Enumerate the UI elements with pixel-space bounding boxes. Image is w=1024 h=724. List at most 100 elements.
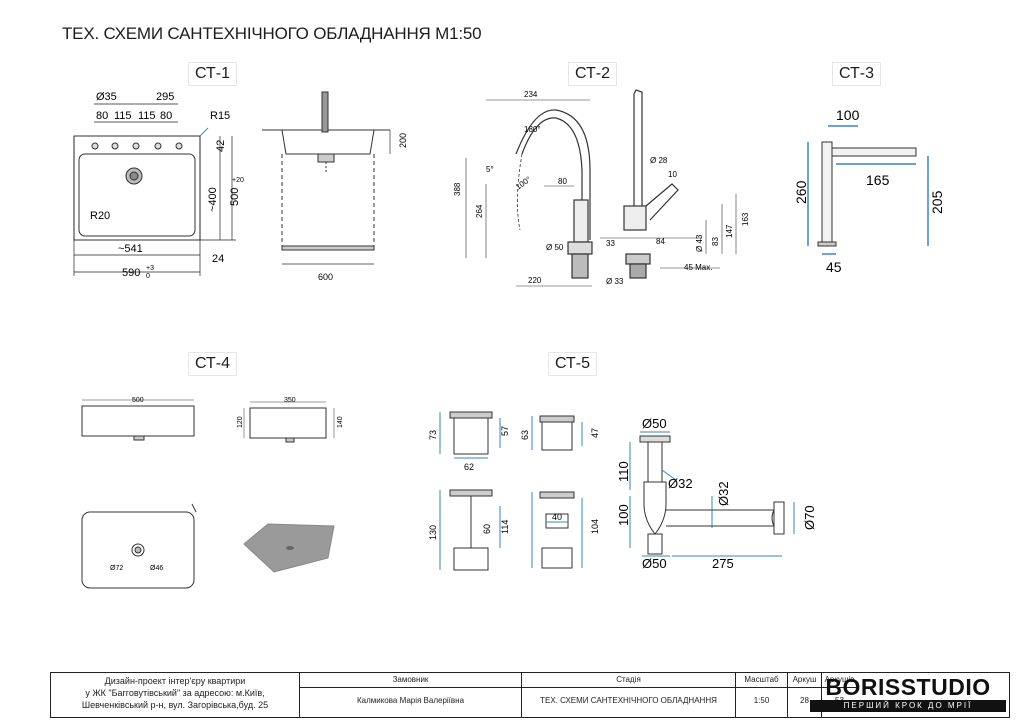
ct2-d180: 180° (524, 125, 541, 134)
ct4-d140: 140 (337, 416, 344, 428)
ct3-d205: 205 (929, 190, 945, 214)
ct5-d110: 110 (616, 461, 631, 482)
ct1-d500tol0: 0 (240, 177, 244, 184)
ct5-d47: 47 (590, 428, 600, 438)
ct2-d163: 163 (741, 212, 750, 226)
ct3-d45: 45 (826, 259, 842, 275)
ct1-r15: R15 (210, 110, 230, 122)
ct2-d80: 80 (558, 177, 567, 186)
stage-cell: Стадія ТЕХ. СХЕМИ САНТЕХНІЧНОГО ОБЛАДНАН… (521, 673, 735, 717)
ct5-d57: 57 (500, 426, 510, 436)
ct1-d42: 42 (215, 140, 227, 152)
ct2-d45max: 45 Max. (684, 263, 712, 272)
ct1-d115b: 115 (138, 110, 156, 122)
sheet-header: Аркуш (788, 673, 821, 688)
ct5-d32b: Ø32 (716, 481, 731, 506)
ct1-d600: 600 (318, 272, 333, 282)
ct1-plan (73, 103, 236, 276)
ct5-drains (439, 411, 583, 571)
ct2-d220: 220 (528, 276, 542, 285)
label-ct3: СТ-3 (832, 62, 882, 86)
ct3-d100: 100 (836, 107, 860, 123)
project-description: Дизайн-проект інтер'єру квартири у ЖК "Б… (51, 675, 299, 711)
ct2-d84: 84 (656, 237, 665, 246)
ct5-siphon (629, 431, 795, 557)
ct4-d500: 500 (132, 397, 144, 404)
ct1-d80b: 80 (160, 110, 172, 122)
customer-cell: Замовник Калмикова Марія Валеріївна (299, 673, 521, 717)
ct1-d500: 500 (229, 188, 241, 206)
ct5-d100: 100 (616, 504, 631, 526)
ct1-w295: 295 (156, 91, 174, 103)
stage-value: ТЕХ. СХЕМИ САНТЕХНІЧНОГО ОБЛАДНАННЯ (540, 696, 717, 705)
ct2-d147: 147 (725, 224, 734, 238)
ct1-d200: 200 (398, 133, 408, 148)
ct5-d104: 104 (590, 519, 600, 534)
sheets-header: Аркушів (822, 673, 857, 688)
ct2-d388: 388 (453, 182, 462, 196)
ct5-d70: Ø70 (802, 505, 817, 530)
sheet-cell: Аркуш 28 (787, 673, 821, 717)
ct1-d80a: 80 (96, 110, 108, 122)
customer-value: Калмикова Марія Валеріївна (356, 696, 465, 705)
logo-main: BORISSTUDIO (825, 674, 991, 700)
ct2-d43: Ø 43 (695, 234, 704, 252)
ct1-section (262, 91, 391, 265)
ct4-basin (81, 399, 335, 589)
ct4-d46: Ø46 (150, 565, 163, 572)
ct1-d400: ~400 (207, 187, 219, 212)
ct1-d115a: 115 (114, 110, 132, 122)
ct2-front (465, 99, 593, 287)
label-ct1: СТ-1 (188, 62, 238, 86)
ct5-d130: 130 (428, 525, 438, 540)
ct5-d114: 114 (500, 520, 510, 534)
ct2-d83: 83 (711, 237, 720, 246)
scale-cell: Масштаб 1:50 (735, 673, 787, 717)
ct1-d590: 590 (122, 267, 140, 279)
sheet-value: 28 (800, 696, 809, 705)
ct2-d234: 234 (524, 90, 538, 99)
ct1-d541: ~541 (118, 243, 143, 255)
ct5-d275: 275 (712, 556, 734, 571)
scale-header: Масштаб (736, 673, 787, 688)
stage-header: Стадія (522, 673, 735, 688)
sheet-title: ТЕХ. СХЕМИ САНТЕХНІЧНОГО ОБЛАДНАННЯ М1:5… (62, 24, 482, 43)
ct2-d33b: Ø 33 (606, 277, 624, 286)
project-line-2: у ЖК "Багговутівський" за адресою: м.Киї… (85, 688, 265, 698)
label-ct4: СТ-4 (188, 352, 238, 376)
ct1-d590tol0: 0 (146, 273, 150, 280)
ct5-d50b: Ø50 (642, 556, 667, 571)
ct1-d24: 24 (212, 253, 224, 265)
ct3-d260: 260 (793, 180, 809, 204)
label-ct5: СТ-5 (548, 352, 598, 376)
ct4-d72: Ø72 (110, 565, 123, 572)
ct2-d264: 264 (475, 204, 484, 218)
logo-sub: ПЕРШИЙ КРОК ДО МРІЇ (810, 700, 1006, 712)
project-line-1: Дизайн-проект інтер'єру квартири (104, 676, 246, 686)
ct4-d350: 350 (284, 397, 296, 404)
ct3-mixer (807, 125, 929, 255)
ct2-d33a: 33 (606, 239, 615, 248)
scale-value: 1:50 (753, 696, 770, 705)
ct5-d63: 63 (520, 430, 530, 440)
ct2-d50: Ø 50 (546, 243, 564, 252)
label-ct2: СТ-2 (568, 62, 618, 86)
ct5-d60: 60 (482, 524, 492, 534)
ct5-d73: 73 (428, 430, 438, 440)
ct5-d32a: Ø32 (668, 476, 693, 491)
ct2-d28: Ø 28 (650, 156, 668, 165)
company-logo: BORISSTUDIO ПЕРШИЙ КРОК ДО МРІЇ (808, 674, 1008, 716)
ct2-side (600, 89, 737, 279)
ct1-r20: R20 (90, 210, 110, 222)
ct5-d40: 40 (552, 512, 562, 522)
ct5-d50a: Ø50 (642, 416, 667, 431)
ct3-d165: 165 (866, 172, 890, 188)
customer-header: Замовник (300, 673, 521, 688)
ct2-d10: 10 (668, 170, 677, 179)
ct2-d5: 5° (486, 165, 494, 174)
ct5-d62: 62 (464, 462, 474, 472)
ct1-d35: Ø35 (96, 91, 117, 103)
title-block: Дизайн-проект інтер'єру квартири у ЖК "Б… (50, 672, 1010, 718)
ct4-d120: 120 (237, 416, 244, 428)
